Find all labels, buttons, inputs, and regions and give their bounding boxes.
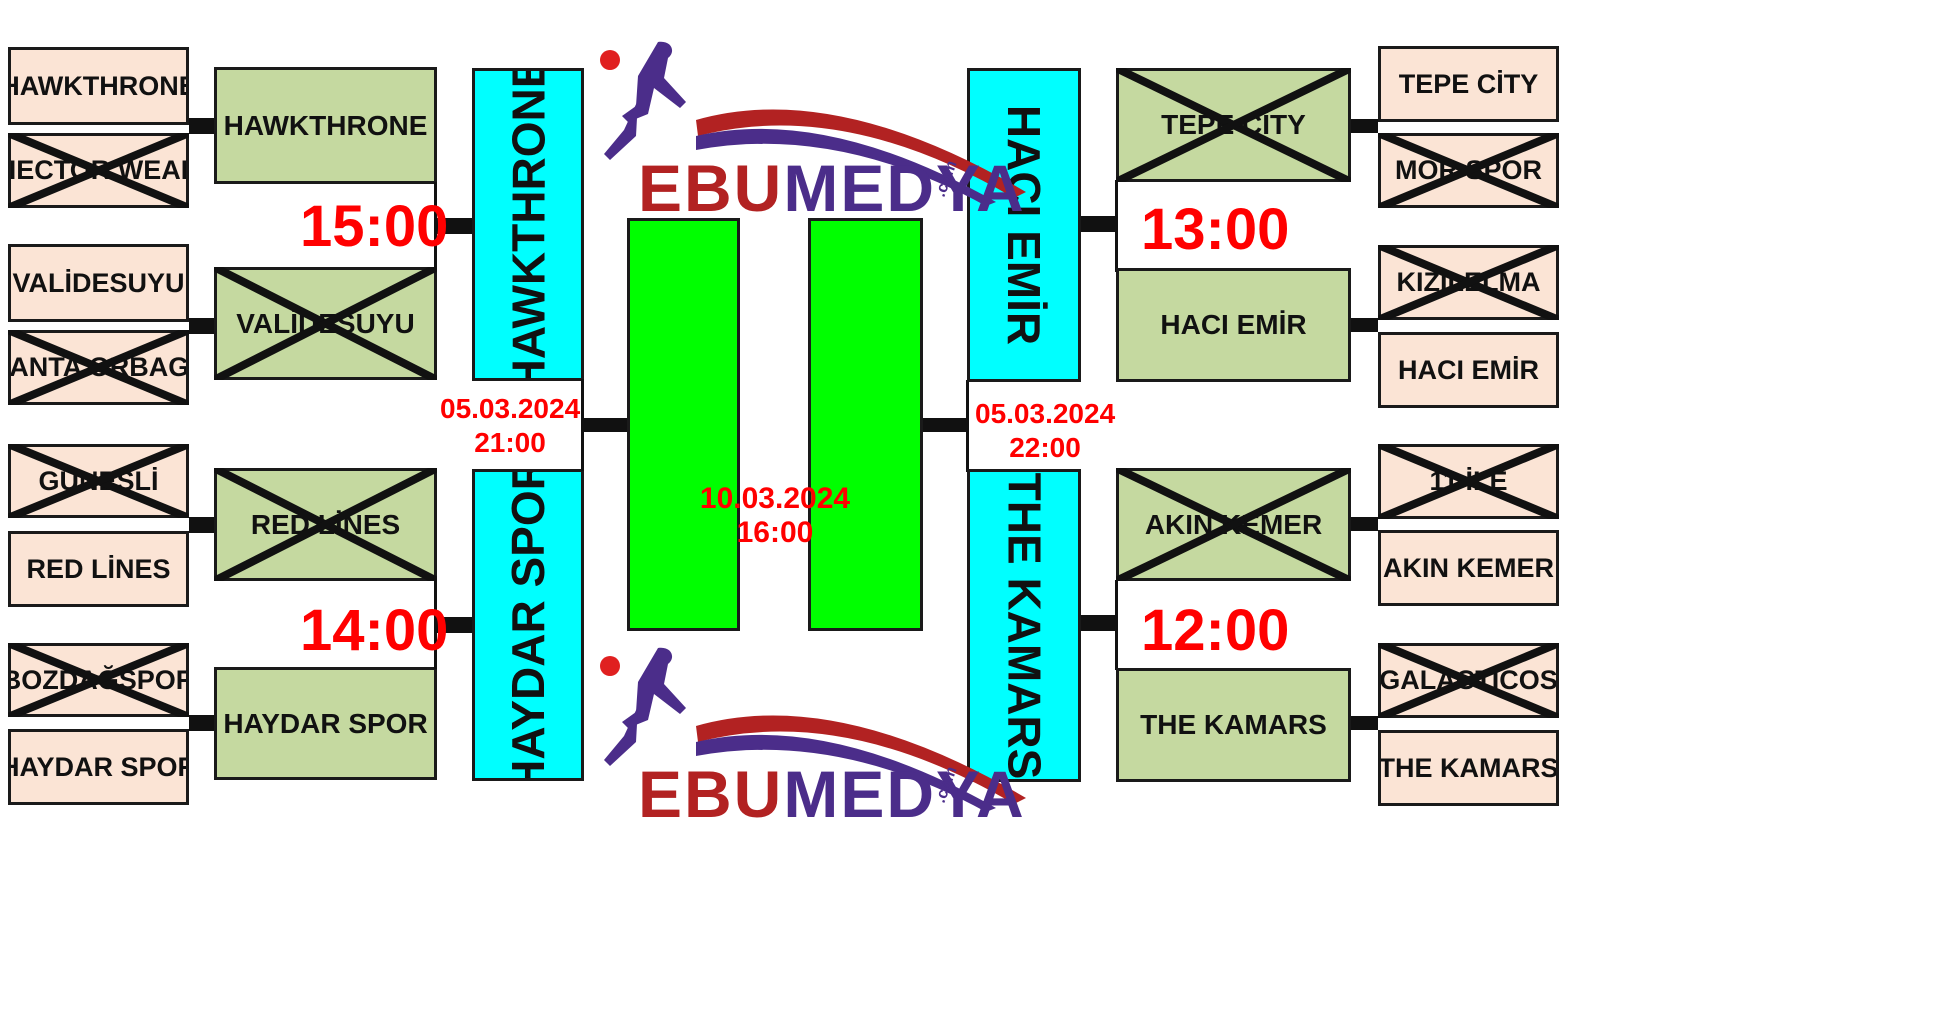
team-label: HACI EMİR <box>1160 309 1307 340</box>
team-label: MOR SPOR <box>1394 155 1542 185</box>
team-label: HAYDAR SPOR <box>223 707 428 739</box>
connector <box>923 418 969 432</box>
connector <box>189 118 214 134</box>
right-r16-team-3: KIZILELMA <box>1378 245 1559 320</box>
brand-logo: EBUMEDYA .com <box>598 646 1038 846</box>
player-kick-icon <box>600 41 1026 206</box>
logo-wordmark: EBUMEDYA <box>638 150 1026 226</box>
team-label: VALİDESUYU <box>12 267 185 298</box>
team-label: ÇANTA ORBAGS <box>9 352 189 382</box>
left-r16-team-4: ÇANTA ORBAGS <box>8 330 189 405</box>
right-qf-team-1: TEPE CİTY <box>1116 68 1351 182</box>
connector <box>581 379 584 471</box>
team-label: RED LİNES <box>26 553 171 584</box>
team-label: THE KAMARS <box>1378 752 1559 783</box>
right-sf-team-1: HACI EMİR <box>967 68 1081 382</box>
team-label: TEPE CİTY <box>1398 68 1539 99</box>
team-label: HACI EMİR <box>1398 354 1539 385</box>
connector <box>437 218 474 234</box>
left-r16-team-7: BOZDAĞSPOR <box>8 643 189 717</box>
connector <box>1115 580 1118 670</box>
right-r16-team-7: GALACTICOS <box>1378 643 1559 718</box>
connector <box>434 182 437 270</box>
time-text: 21:00 <box>474 427 546 458</box>
connector <box>1351 517 1378 531</box>
date-text: 10.03.2024 <box>699 482 851 515</box>
right-r16-team-6: AKIN KEMER <box>1378 530 1559 606</box>
connector <box>1081 216 1118 232</box>
connector <box>434 579 437 669</box>
team-label: HAYDAR SPOR <box>8 751 189 782</box>
left-qf-team-1: HAWKTHRONE <box>214 67 437 184</box>
team-label: VALİDESUYU <box>236 307 415 339</box>
right-r16-team-8: THE KAMARS <box>1378 730 1559 806</box>
connector <box>1351 318 1378 332</box>
logo-text-a: EBU <box>638 151 784 225</box>
left-r16-team-6: RED LİNES <box>8 531 189 607</box>
time-text: 16:00 <box>736 516 814 549</box>
connector <box>584 418 629 432</box>
right-qf-team-2: HACI EMİR <box>1116 268 1351 382</box>
left-sf-date: 05.03.2024 21:00 <box>440 392 580 460</box>
connector <box>189 517 214 533</box>
right-r16-team-2: MOR SPOR <box>1378 133 1559 208</box>
right-r16-team-5: 11 İLE <box>1378 444 1559 519</box>
logo-wordmark: EBUMEDYA <box>638 756 1026 832</box>
left-r16-team-3: VALİDESUYU <box>8 244 189 322</box>
date-text: 05.03.2024 <box>440 393 581 424</box>
team-label: KIZILELMA <box>1396 267 1541 297</box>
final-date: 10.03.2024 16:00 <box>690 482 860 550</box>
team-label: AKIN KEMER <box>1144 508 1323 540</box>
team-label: HAWKTHRONE <box>502 68 555 381</box>
logo-text-a: EBU <box>638 757 784 831</box>
left-qf-team-4: HAYDAR SPOR <box>214 667 437 780</box>
team-label: BOZDAĞSPOR <box>8 664 189 695</box>
team-label: THE KAMARS <box>1140 709 1327 740</box>
team-label: AKIN KEMER <box>1382 552 1554 583</box>
team-label: HECTOR WEAR <box>8 155 186 185</box>
right-qf-team-3: AKIN KEMER <box>1116 468 1351 581</box>
left-r16-team-1: HAWKTHRONE <box>8 47 189 125</box>
left-qf-team-2: VALİDESUYU <box>214 267 437 380</box>
connector <box>1351 716 1378 730</box>
connector <box>1081 615 1118 631</box>
right-r16-team-4: HACI EMİR <box>1378 332 1559 408</box>
left-sf-team-1: HAWKTHRONE <box>472 68 584 381</box>
right-sf-team-2: THE KAMARS <box>967 469 1081 782</box>
connector <box>966 380 969 472</box>
team-label: GALACTICOS <box>1379 665 1558 695</box>
logo-text-b: MEDYA <box>783 757 1026 831</box>
connector <box>189 318 214 334</box>
team-label: 11 İLE <box>1429 466 1508 496</box>
team-label: RED LİNES <box>250 508 401 540</box>
connector <box>437 617 474 633</box>
match-time: 14:00 <box>300 598 449 663</box>
connector <box>1351 119 1378 133</box>
left-r16-team-8: HAYDAR SPOR <box>8 729 189 805</box>
final-left-slot <box>627 218 740 631</box>
logo-text-b: MEDYA <box>783 151 1026 225</box>
final-right-slot <box>808 218 923 631</box>
left-r16-team-5: GÜNEŞLİ <box>8 444 189 518</box>
left-sf-team-2: HAYDAR SPOR <box>472 469 584 781</box>
connector <box>1115 180 1118 272</box>
brand-logo: EBUMEDYA .com <box>598 40 1038 240</box>
match-time: 15:00 <box>300 194 449 259</box>
right-sf-date: 05.03.2024 22:00 <box>975 397 1115 465</box>
match-time: 13:00 <box>1141 197 1290 262</box>
right-r16-team-1: TEPE CİTY <box>1378 46 1559 122</box>
team-label: HAYDAR SPOR <box>502 469 555 781</box>
left-qf-team-3: RED LİNES <box>214 468 437 581</box>
team-label: TEPE CİTY <box>1161 109 1306 140</box>
team-label: GÜNEŞLİ <box>38 465 159 496</box>
right-qf-team-4: THE KAMARS <box>1116 668 1351 782</box>
left-r16-team-2: HECTOR WEAR <box>8 133 189 208</box>
team-label: HAWKTHRONE <box>223 109 428 141</box>
match-time: 12:00 <box>1141 598 1290 663</box>
time-text: 22:00 <box>1009 432 1081 463</box>
connector <box>189 715 214 731</box>
team-label: HAWKTHRONE <box>8 70 189 101</box>
date-text: 05.03.2024 <box>975 398 1116 429</box>
player-kick-icon <box>600 647 1026 812</box>
